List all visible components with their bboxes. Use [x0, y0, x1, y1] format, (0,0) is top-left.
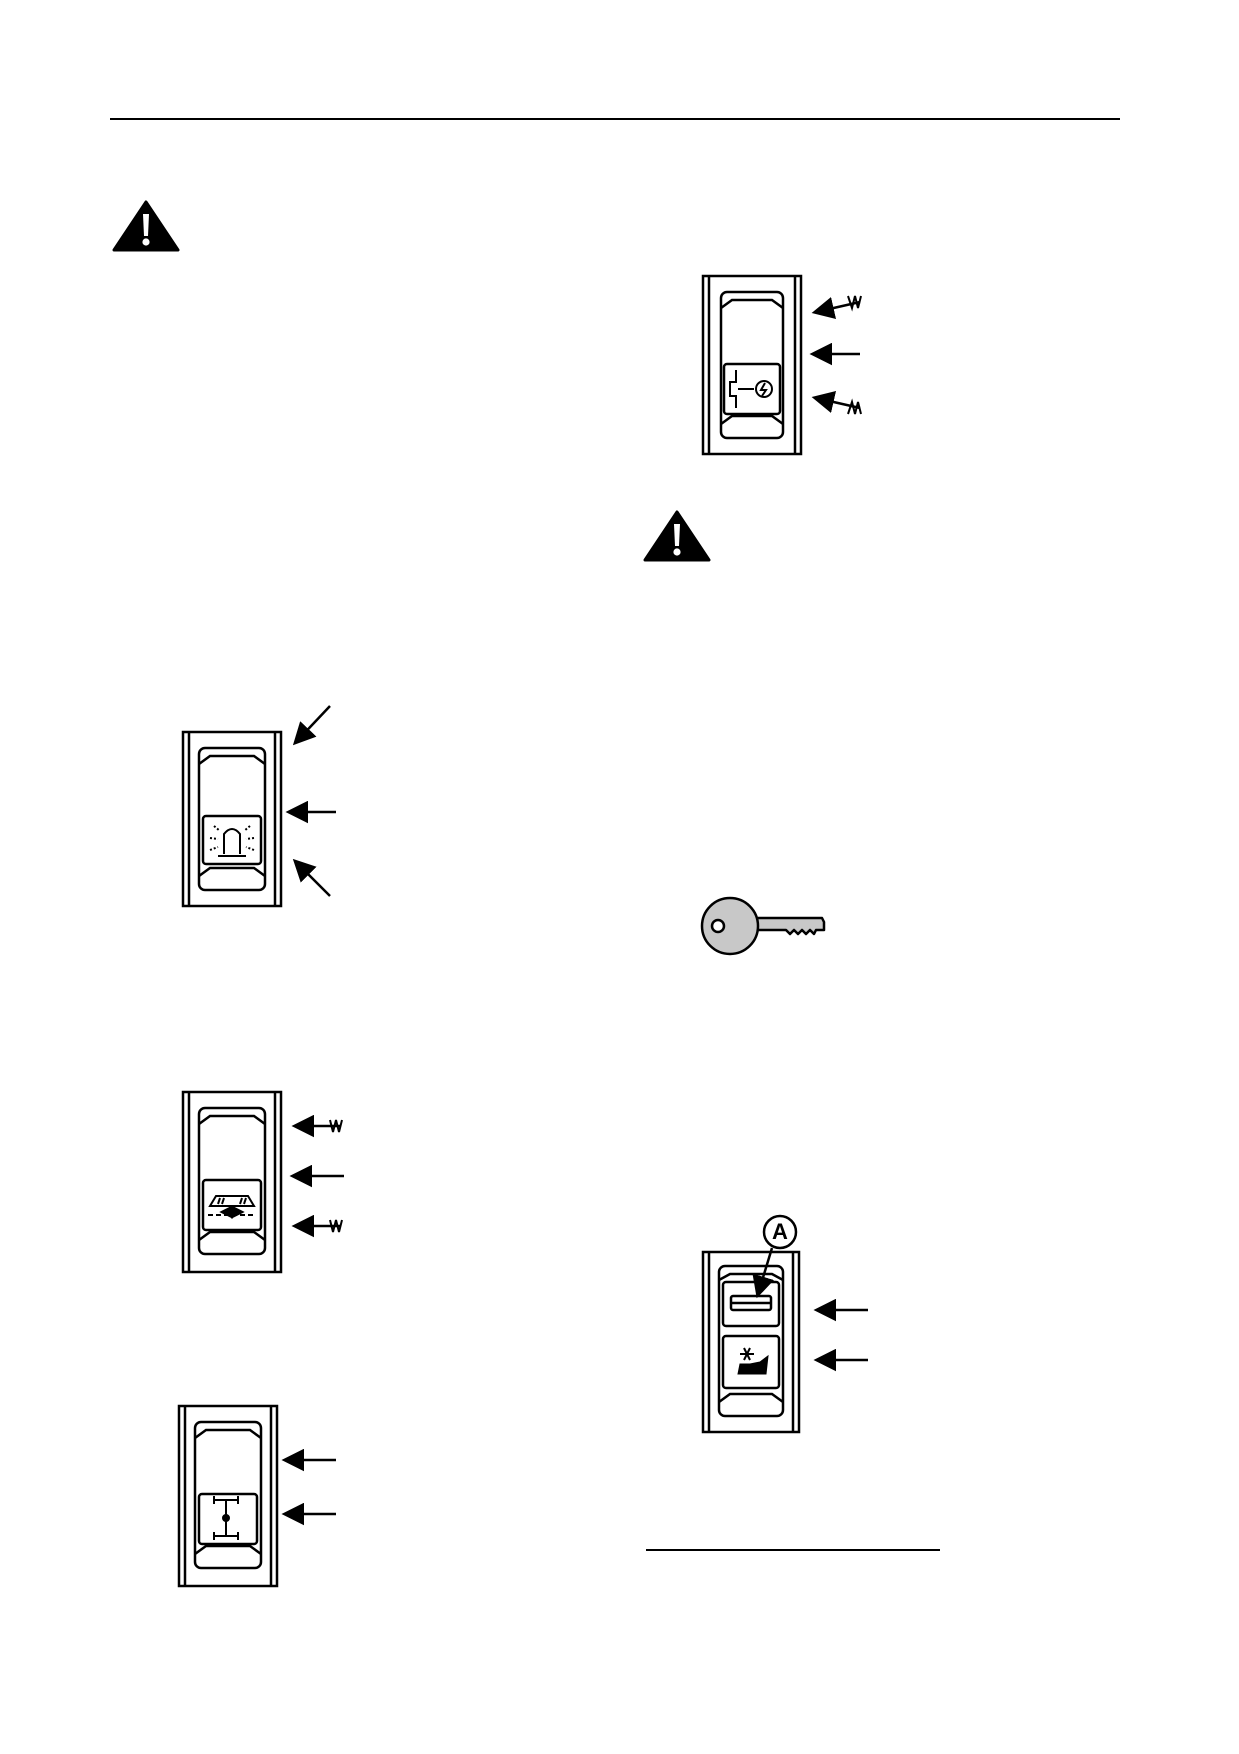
callout-a-circle — [762, 1214, 798, 1250]
beacon-icon — [209, 825, 255, 857]
warning-triangle-icon — [112, 200, 180, 252]
axle-icon — [213, 1496, 239, 1540]
bucket-icon — [737, 1347, 769, 1375]
pto-icon — [729, 370, 773, 408]
cab-icon — [208, 1195, 256, 1219]
warning-triangle-icon — [643, 510, 711, 562]
footer-rule — [646, 1549, 940, 1551]
callout-a-label: A — [772, 1219, 788, 1244]
beacon-switch — [181, 705, 336, 908]
cab-switch — [181, 1090, 344, 1274]
pto-switch — [701, 274, 862, 456]
key-icon — [700, 896, 826, 956]
axle-switch — [177, 1404, 336, 1588]
header-rule — [110, 118, 1120, 120]
bucket-switch — [701, 1214, 868, 1434]
